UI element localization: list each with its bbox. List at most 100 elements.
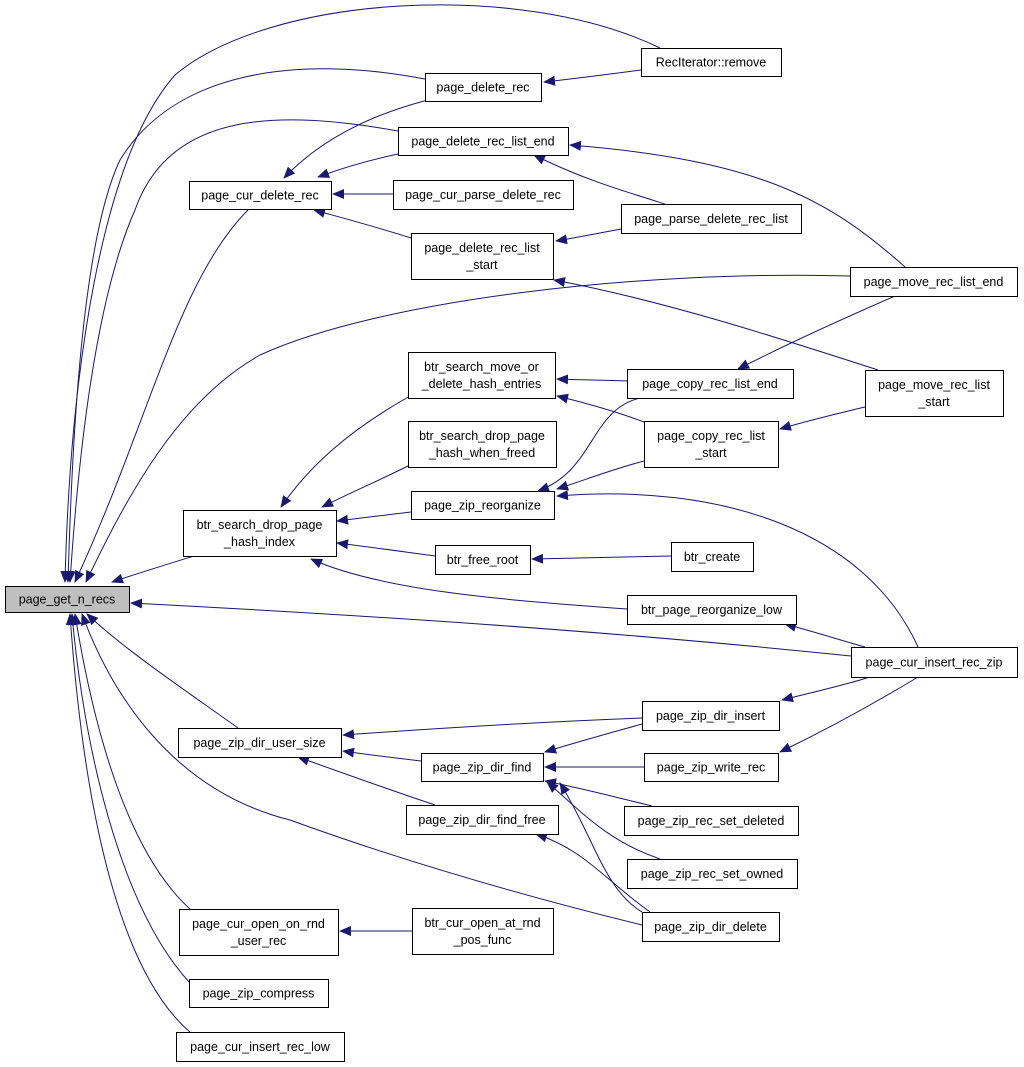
node-box[interactable]: [408, 352, 556, 399]
node-label: page_cur_insert_rec_zip: [866, 656, 1003, 670]
edge-page_delete_rec-to-page_cur_delete_rec: [283, 99, 429, 179]
node-page_zip_reorganize[interactable]: page_zip_reorganize: [411, 491, 555, 520]
node-page_delete_rec[interactable]: page_delete_rec: [425, 73, 542, 102]
node-label: page_move_rec_list_end: [864, 275, 1004, 289]
node-RecIterator_remove[interactable]: RecIterator::remove: [641, 48, 782, 77]
node-page_get_n_recs[interactable]: page_get_n_recs: [5, 586, 130, 613]
edge-page_zip_dir_delete-to-page_get_n_recs: [81, 613, 643, 926]
node-box[interactable]: [412, 908, 554, 955]
node-box[interactable]: [644, 753, 779, 782]
node-box[interactable]: [179, 909, 339, 956]
node-page_zip_dir_delete[interactable]: page_zip_dir_delete: [642, 912, 780, 942]
node-box[interactable]: [178, 728, 342, 758]
edge-page_move_rec_list_start-to-page_copy_rec_list_start: [779, 406, 866, 431]
edge-line: [537, 397, 641, 492]
node-label: page_delete_rec: [436, 81, 529, 95]
node-page_cur_insert_rec_zip[interactable]: page_cur_insert_rec_zip: [851, 647, 1018, 678]
node-box[interactable]: [850, 267, 1018, 297]
node-label: _start: [917, 395, 950, 409]
edge-line: [280, 395, 411, 508]
edge-line: [569, 140, 906, 268]
node-page_copy_rec_list_end[interactable]: page_copy_rec_list_end: [627, 369, 794, 399]
node-page_delete_rec_list_end[interactable]: page_delete_rec_list_end: [398, 127, 569, 156]
edge-page_zip_reorganize-to-btr_search_drop_page_hash_index: [336, 511, 412, 525]
edge-line: [556, 374, 628, 385]
edge-line: [313, 208, 412, 239]
node-page_delete_rec_list_start[interactable]: page_delete_rec_list_start: [411, 233, 554, 280]
edge-btr_search_drop_page_hash_when_freed-to-btr_search_drop_page_hash_index: [321, 464, 411, 508]
node-page_parse_delete_rec_list[interactable]: page_parse_delete_rec_list: [621, 204, 802, 234]
node-box[interactable]: [644, 421, 779, 468]
node-box[interactable]: [393, 180, 574, 210]
edge-line: [65, 613, 191, 1033]
node-btr_search_drop_page_hash_index[interactable]: btr_search_drop_page_hash_index: [183, 510, 337, 557]
node-page_move_rec_list_start[interactable]: page_move_rec_list_start: [865, 370, 1004, 417]
node-page_zip_dir_insert[interactable]: page_zip_dir_insert: [642, 701, 780, 731]
edge-page_zip_dir_insert-to-page_zip_dir_user_size: [342, 717, 643, 740]
edge-page_zip_compress-to-page_get_n_recs: [67, 613, 191, 984]
node-box[interactable]: [411, 233, 554, 280]
node-box[interactable]: [435, 545, 531, 575]
node-label: page_cur_parse_delete_rec: [405, 188, 561, 202]
node-box[interactable]: [642, 701, 780, 731]
node-page_zip_dir_user_size[interactable]: page_zip_dir_user_size: [178, 728, 342, 758]
edge-page_delete_rec_list_end-to-page_cur_delete_rec: [317, 153, 399, 178]
node-box[interactable]: [621, 204, 802, 234]
edge-line: [544, 723, 643, 754]
node-box[interactable]: [865, 370, 1004, 417]
node-label: page_zip_rec_set_owned: [641, 867, 784, 881]
node-label: _hash_when_freed: [428, 446, 535, 460]
node-box[interactable]: [627, 369, 794, 399]
node-box[interactable]: [411, 491, 555, 520]
edge-page_copy_rec_list_end-to-page_zip_reorganize: [537, 397, 641, 492]
node-box[interactable]: [425, 73, 542, 102]
node-label: page_copy_rec_list: [657, 429, 765, 443]
node-box[interactable]: [627, 595, 797, 625]
node-page_cur_parse_delete_rec[interactable]: page_cur_parse_delete_rec: [393, 180, 574, 210]
node-box[interactable]: [176, 1032, 345, 1062]
node-box[interactable]: [642, 912, 780, 942]
node-btr_page_reorganize_low[interactable]: btr_page_reorganize_low: [627, 595, 797, 625]
edge-page_zip_rec_set_owned-to-page_zip_dir_find: [546, 781, 661, 860]
node-box[interactable]: [398, 127, 569, 156]
node-page_zip_rec_set_deleted[interactable]: page_zip_rec_set_deleted: [624, 806, 799, 836]
node-btr_free_root[interactable]: btr_free_root: [435, 545, 531, 575]
edge-page_cur_open_on_rnd_user_rec-to-page_get_n_recs: [71, 613, 191, 910]
node-page_move_rec_list_end[interactable]: page_move_rec_list_end: [850, 267, 1018, 297]
node-box[interactable]: [851, 647, 1018, 678]
node-box[interactable]: [624, 806, 799, 836]
node-box[interactable]: [189, 979, 329, 1008]
node-page_zip_compress[interactable]: page_zip_compress: [189, 979, 329, 1008]
node-page_zip_dir_find[interactable]: page_zip_dir_find: [421, 753, 544, 782]
node-page_cur_insert_rec_low[interactable]: page_cur_insert_rec_low: [176, 1032, 345, 1062]
edge-line: [543, 69, 642, 86]
node-btr_cur_open_at_rnd_pos_func[interactable]: btr_cur_open_at_rnd_pos_func: [412, 908, 554, 955]
node-box[interactable]: [183, 510, 337, 557]
node-box[interactable]: [189, 181, 332, 210]
node-box[interactable]: [671, 542, 754, 572]
node-btr_create[interactable]: btr_create: [671, 542, 754, 572]
node-box[interactable]: [406, 805, 559, 835]
node-btr_search_move_or_delete_hash_entries[interactable]: btr_search_move_or_delete_hash_entries: [408, 352, 556, 399]
node-box[interactable]: [5, 586, 130, 613]
node-box[interactable]: [408, 421, 557, 468]
edge-btr_create-to-btr_free_root: [531, 553, 672, 564]
node-btr_search_drop_page_hash_when_freed[interactable]: btr_search_drop_page_hash_when_freed: [408, 421, 557, 468]
node-page_cur_open_on_rnd_user_rec[interactable]: page_cur_open_on_rnd_user_rec: [179, 909, 339, 956]
node-box[interactable]: [627, 859, 798, 889]
node-box[interactable]: [421, 753, 544, 782]
node-page_cur_delete_rec[interactable]: page_cur_delete_rec: [189, 181, 332, 210]
edge-page_zip_dir_user_size-to-page_get_n_recs: [86, 613, 239, 729]
edge-line: [321, 464, 411, 508]
node-page_copy_rec_list_start[interactable]: page_copy_rec_list_start: [644, 421, 779, 468]
edge-line: [336, 511, 412, 525]
node-page_zip_rec_set_owned[interactable]: page_zip_rec_set_owned: [627, 859, 798, 889]
node-page_zip_write_rec[interactable]: page_zip_write_rec: [644, 753, 779, 782]
edge-page_zip_dir_delete-to-page_zip_dir_find: [559, 782, 643, 913]
node-page_zip_dir_find_free[interactable]: page_zip_dir_find_free: [406, 805, 559, 835]
edge-line: [737, 295, 896, 370]
node-box[interactable]: [641, 48, 782, 77]
node-label: _user_rec: [230, 934, 287, 948]
node-label: _hash_index: [223, 535, 296, 549]
